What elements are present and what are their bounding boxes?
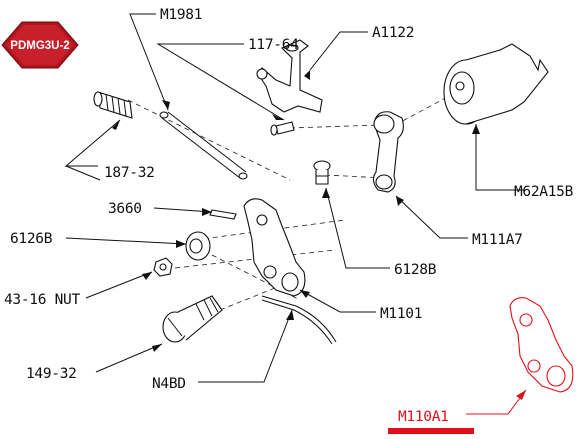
screw-117-64-part bbox=[270, 121, 295, 136]
label-187-32: 187-32 bbox=[104, 165, 155, 181]
label-3660: 3660 bbox=[108, 201, 142, 217]
label-m110a1: M110A1 bbox=[398, 409, 449, 425]
model-badge: PDMG3U-2 bbox=[1, 21, 79, 69]
motor-m62a15b-part bbox=[443, 43, 549, 125]
highlight-underline bbox=[388, 428, 474, 434]
badge-text: PDMG3U-2 bbox=[10, 40, 69, 52]
label-117-64: 117-64 bbox=[248, 37, 299, 53]
arrow-heads bbox=[112, 70, 526, 400]
label-a1122: A1122 bbox=[372, 25, 414, 41]
screw-6128b-part bbox=[313, 160, 331, 185]
lever-m1101-part bbox=[243, 198, 306, 297]
label-43-16-nut: 43-16 NUT bbox=[4, 292, 80, 308]
label-149-32: 149-32 bbox=[26, 366, 77, 382]
washer-6126b-part bbox=[185, 231, 211, 261]
lever-m111a7-part bbox=[372, 111, 404, 193]
spring-n4bd-part bbox=[261, 295, 337, 345]
label-n4bd: N4BD bbox=[152, 376, 186, 392]
label-m1981: M1981 bbox=[160, 7, 202, 23]
nut-43-16-part bbox=[153, 257, 173, 277]
screw-149-32-part bbox=[162, 295, 223, 343]
label-6126b: 6126B bbox=[10, 231, 53, 247]
lever-m110a1-highlighted-part bbox=[509, 297, 574, 393]
bracket-a1122-part bbox=[256, 39, 323, 113]
rod-part bbox=[159, 111, 248, 180]
screw-187-32-part bbox=[93, 91, 133, 119]
label-m111a7: M111A7 bbox=[472, 232, 523, 248]
label-m62a15b: M62A15B bbox=[514, 184, 574, 200]
label-6128b: 6128B bbox=[394, 262, 437, 278]
pin-3660-part bbox=[209, 209, 237, 220]
label-m1101: M1101 bbox=[380, 306, 422, 322]
